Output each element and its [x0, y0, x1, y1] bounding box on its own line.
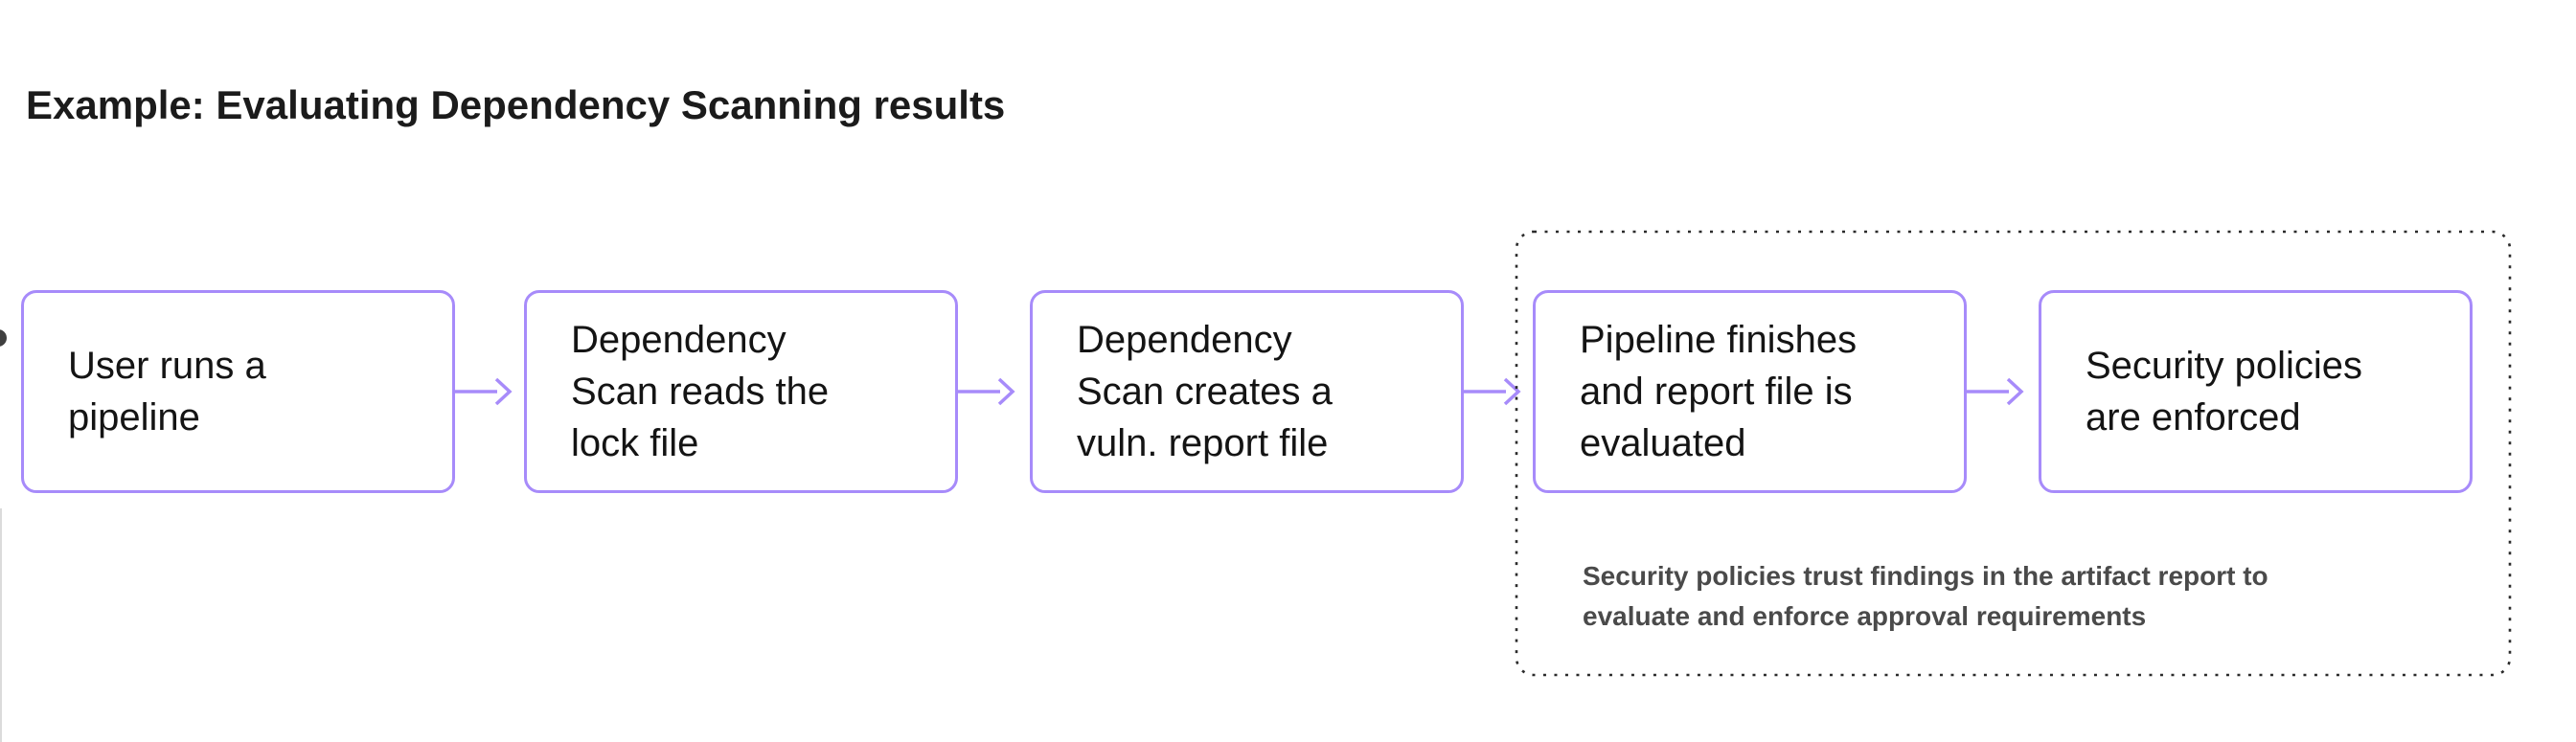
flow-step-label: Security policies are enforced [2086, 345, 2363, 438]
flow-arrow-icon [958, 377, 1015, 406]
flow-step-scan-reads-lock-file: Dependency Scan reads the lock file [524, 290, 958, 493]
policy-evaluation-group-outline [1515, 230, 2512, 677]
flow-step-security-policies-enforced: Security policies are enforced [2039, 290, 2473, 493]
clipped-edge-dot [0, 329, 7, 347]
flow-step-label: Dependency Scan reads the lock file [571, 319, 830, 464]
flow-arrow-icon [1967, 377, 2024, 406]
flow-step-label: Dependency Scan creates a vuln. report f… [1077, 319, 1333, 464]
flow-step-pipeline-finishes-report-evaluated: Pipeline finishes and report file is eva… [1533, 290, 1967, 493]
flow-step-label: User runs a pipeline [68, 345, 266, 438]
policy-evaluation-note: Security policies trust findings in the … [1583, 561, 2268, 631]
flow-step-scan-creates-report: Dependency Scan creates a vuln. report f… [1030, 290, 1464, 493]
flow-step-label: Pipeline finishes and report file is eva… [1580, 319, 1858, 464]
page-title: Example: Evaluating Dependency Scanning … [26, 82, 1006, 127]
flow-arrow-icon [455, 377, 513, 406]
clipped-edge-line [0, 508, 2, 742]
flow-arrow-icon [1464, 377, 1521, 406]
flow-step-user-runs-pipeline: User runs a pipeline [21, 290, 455, 493]
